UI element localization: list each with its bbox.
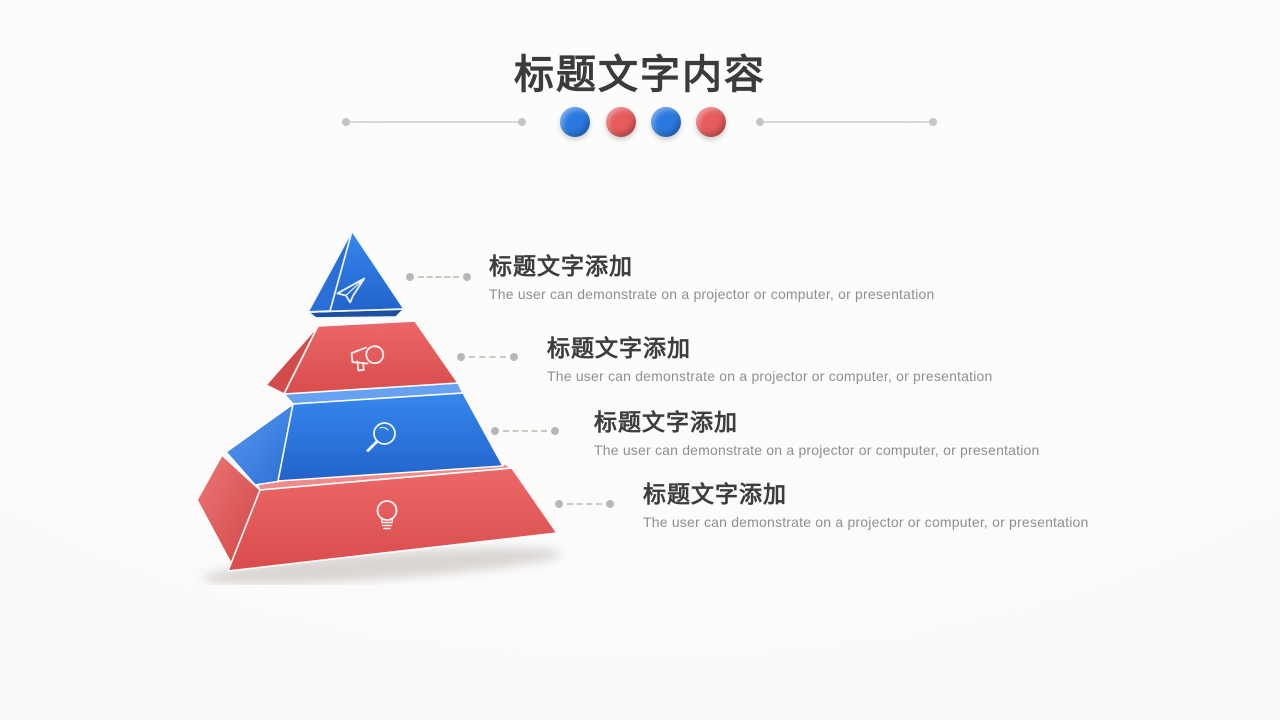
level-3-front-face	[277, 392, 504, 482]
connector-dash-line	[567, 503, 602, 505]
divider-accent-dot	[651, 107, 681, 137]
divider-line-left	[346, 121, 522, 123]
item-description: The user can demonstrate on a projector …	[643, 514, 1089, 530]
list-item-4: 标题文字添加 The user can demonstrate on a pro…	[643, 480, 1089, 531]
item-title: 标题文字添加	[594, 409, 738, 435]
list-item-1: 标题文字添加 The user can demonstrate on a pro…	[489, 252, 935, 303]
connector-4	[555, 500, 614, 508]
divider-end-dot	[756, 118, 764, 126]
item-description: The user can demonstrate on a projector …	[547, 368, 993, 384]
connector-dot	[463, 273, 471, 281]
divider-end-dot	[518, 118, 526, 126]
divider-accent-dot	[696, 107, 726, 137]
pyramid-level-2	[265, 320, 459, 395]
connector-dot	[491, 427, 499, 435]
item-title: 标题文字添加	[643, 481, 787, 507]
level-2-front-face	[283, 320, 459, 395]
divider-line-right	[760, 121, 933, 123]
connector-dot	[510, 353, 518, 361]
connector-dot	[551, 427, 559, 435]
lightbulb-icon	[376, 500, 398, 530]
slide-title: 标题文字内容	[514, 53, 766, 97]
pyramid-level-3	[225, 382, 504, 486]
item-description: The user can demonstrate on a projector …	[594, 442, 1040, 458]
connector-dot	[555, 500, 563, 508]
pyramid-graphic	[196, 230, 562, 585]
item-title: 标题文字添加	[547, 335, 691, 361]
connector-2	[457, 353, 518, 361]
megaphone-icon	[350, 345, 385, 372]
connector-dash-line	[469, 356, 506, 358]
connector-dot	[457, 353, 465, 361]
connector-1	[406, 273, 471, 281]
list-item-2: 标题文字添加 The user can demonstrate on a pro…	[547, 334, 993, 385]
divider-end-dot	[342, 118, 350, 126]
list-item-3: 标题文字添加 The user can demonstrate on a pro…	[594, 408, 1040, 459]
paper-plane-icon	[336, 277, 366, 304]
connector-dot	[406, 273, 414, 281]
pyramid-shadow	[202, 547, 562, 585]
item-title: 标题文字添加	[489, 253, 633, 279]
item-description: The user can demonstrate on a projector …	[489, 286, 935, 302]
connector-dot	[606, 500, 614, 508]
divider-end-dot	[929, 118, 937, 126]
divider-accent-dot	[606, 107, 636, 137]
magnifier-icon	[366, 422, 396, 452]
pyramid-level-1	[307, 230, 405, 319]
connector-dash-line	[503, 430, 547, 432]
connector-3	[491, 427, 559, 435]
connector-dash-line	[418, 276, 459, 278]
divider-accent-dot	[560, 107, 590, 137]
level-1-left-face	[307, 230, 353, 313]
